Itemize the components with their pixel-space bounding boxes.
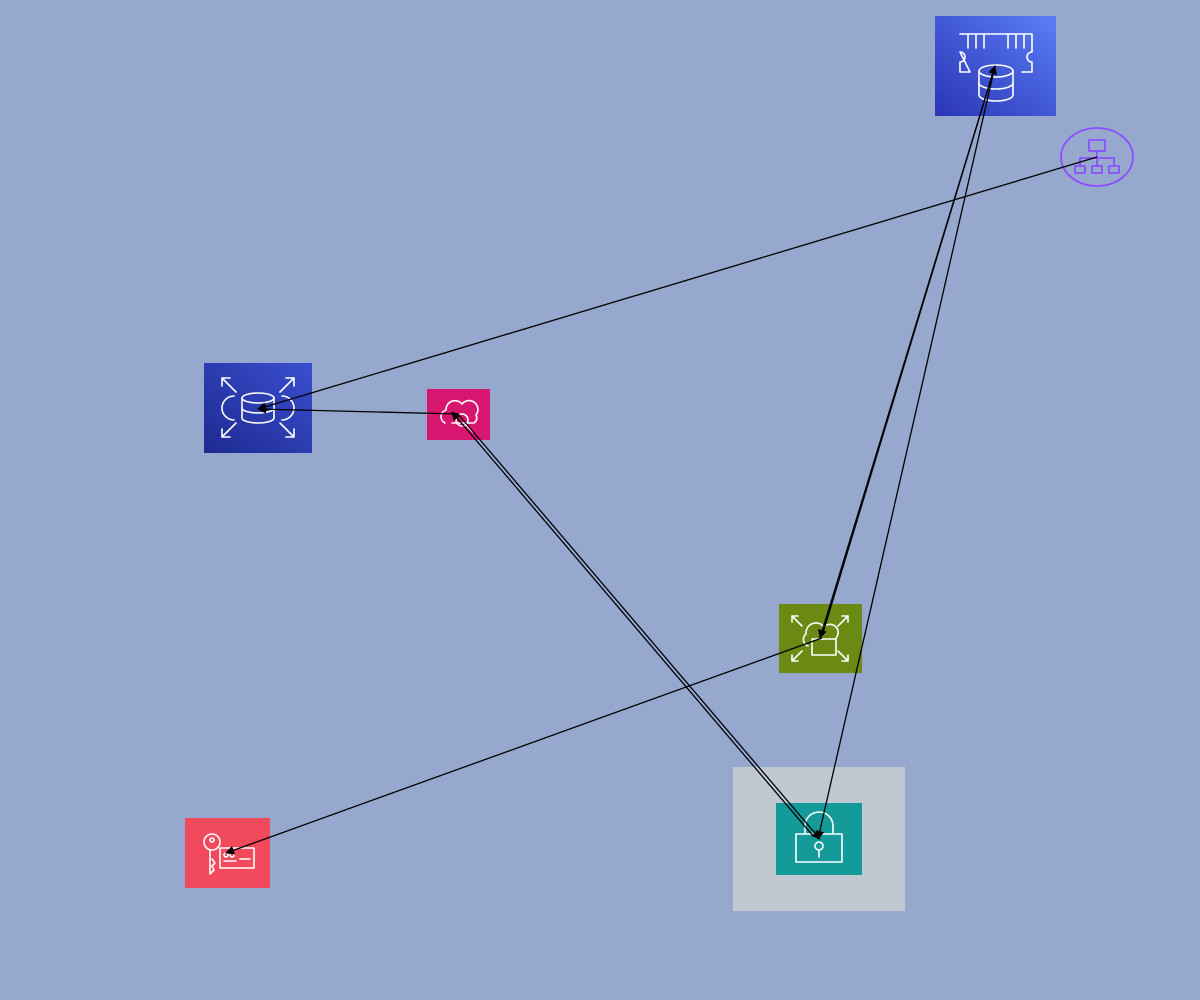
- connector-storage-gateway-to-elasticache[interactable]: [821, 65, 997, 637]
- connector-storage-gateway-to-secrets-manager[interactable]: [225, 637, 823, 855]
- connector-layer: [225, 65, 1098, 855]
- connector-cloudwatch-to-security[interactable]: [457, 413, 821, 840]
- connector-load-balancer-to-rds[interactable]: [257, 156, 1098, 411]
- key-card-icon: [203, 833, 255, 875]
- cloud-storage-scale-icon: [791, 615, 849, 662]
- rds-node[interactable]: [204, 363, 312, 453]
- elasticache-node[interactable]: [935, 16, 1056, 116]
- node-tile: [204, 363, 312, 453]
- connector-cloudwatch-to-rds[interactable]: [257, 404, 459, 415]
- connector-security-to-cloudwatch[interactable]: [451, 411, 815, 838]
- security-node[interactable]: [776, 803, 862, 875]
- connector-elasticache-to-security[interactable]: [815, 65, 996, 840]
- node-tile: [776, 803, 862, 875]
- elasticache-memory-database-icon: [959, 33, 1033, 102]
